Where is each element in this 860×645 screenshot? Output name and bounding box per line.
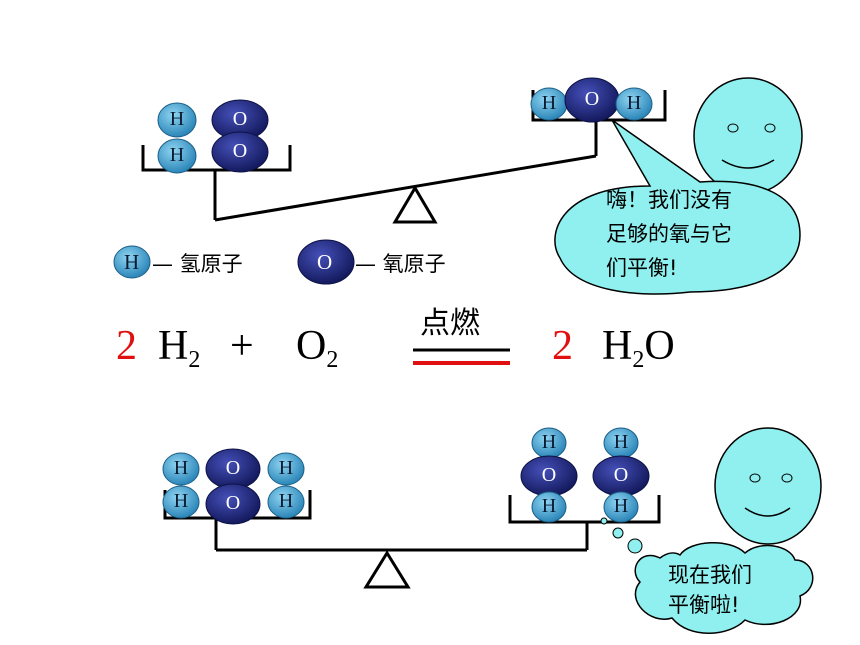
bottom-speech-text: 现在我们 平衡啦! [668,560,752,620]
hydrogen-atom [603,491,639,523]
top-left-molecules [157,99,269,174]
bottom-left-molecules [162,448,305,525]
hydrogen-letter: H [169,144,185,166]
speech-line: 现在我们 [668,563,752,587]
equation-coefficient-h2o: 2 [552,323,573,369]
hydrogen-atom [267,452,305,486]
top-speech-text: 嗨！我们没有 足够的氧与它 们平衡! [606,183,732,285]
legend-hydrogen-icon [113,245,151,279]
hydrogen-atom [162,485,200,519]
top-right-molecule [530,77,653,123]
oxygen-letter: O [584,88,600,110]
oxygen-letter: O [225,457,241,479]
hydrogen-letter: H [541,431,557,453]
equation-h2: H2 [158,323,201,373]
hydrogen-letter: H [541,92,557,114]
top-smiley-face [693,77,803,195]
speech-line: 足够的氧与它 [606,222,732,246]
hydrogen-letter: H [613,431,629,453]
oxygen-atom [211,131,269,173]
hydrogen-letter: H [278,457,294,479]
equation-h2o: H2O [602,323,675,373]
speech-line: 们平衡! [606,256,678,280]
oxygen-letter: O [225,492,241,514]
top-fulcrum [392,185,438,224]
top-speech-bubble [554,119,801,295]
hydrogen-atom [162,452,200,486]
speech-line: 平衡啦! [668,593,740,617]
equation-plus: + [230,323,254,369]
hydrogen-letter: H [173,490,189,512]
hydrogen-letter: H [541,495,557,517]
bottom-right-pan [508,495,661,524]
legend-oxygen-atom-letter: O [317,250,333,274]
hydrogen-atom [267,485,305,519]
legend-oxygen-label: — 氧原子 [355,252,446,276]
bottom-thought-bubble [600,517,814,634]
speech-line: 嗨！我们没有 [606,188,732,212]
equation-condition: 点燃 [420,306,480,341]
hydrogen-atom [157,102,197,138]
legend-oxygen-icon [297,239,355,285]
equation-coefficient-h2: 2 [116,323,137,369]
oxygen-atom [205,483,261,525]
oxygen-letter: O [613,464,629,486]
hydrogen-letter: H [626,92,642,114]
bottom-right-molecules [520,427,650,523]
oxygen-letter: O [232,108,248,130]
hydrogen-atom [157,138,197,174]
hydrogen-letter: H [613,495,629,517]
bottom-fulcrum [363,550,411,589]
top-beam [214,154,597,222]
oxygen-letter: O [541,464,557,486]
legend-hydrogen-atom-letter: H [124,250,140,274]
oxygen-letter: O [232,140,248,162]
hydrogen-atom [615,87,653,121]
bottom-smiley-face [714,427,822,545]
hydrogen-letter: H [173,457,189,479]
hydrogen-letter: H [169,108,185,130]
hydrogen-atom [531,491,567,523]
hydrogen-letter: H [278,490,294,512]
equation-o2: O2 [296,323,339,373]
legend-hydrogen-label: — 氢原子 [152,252,243,276]
